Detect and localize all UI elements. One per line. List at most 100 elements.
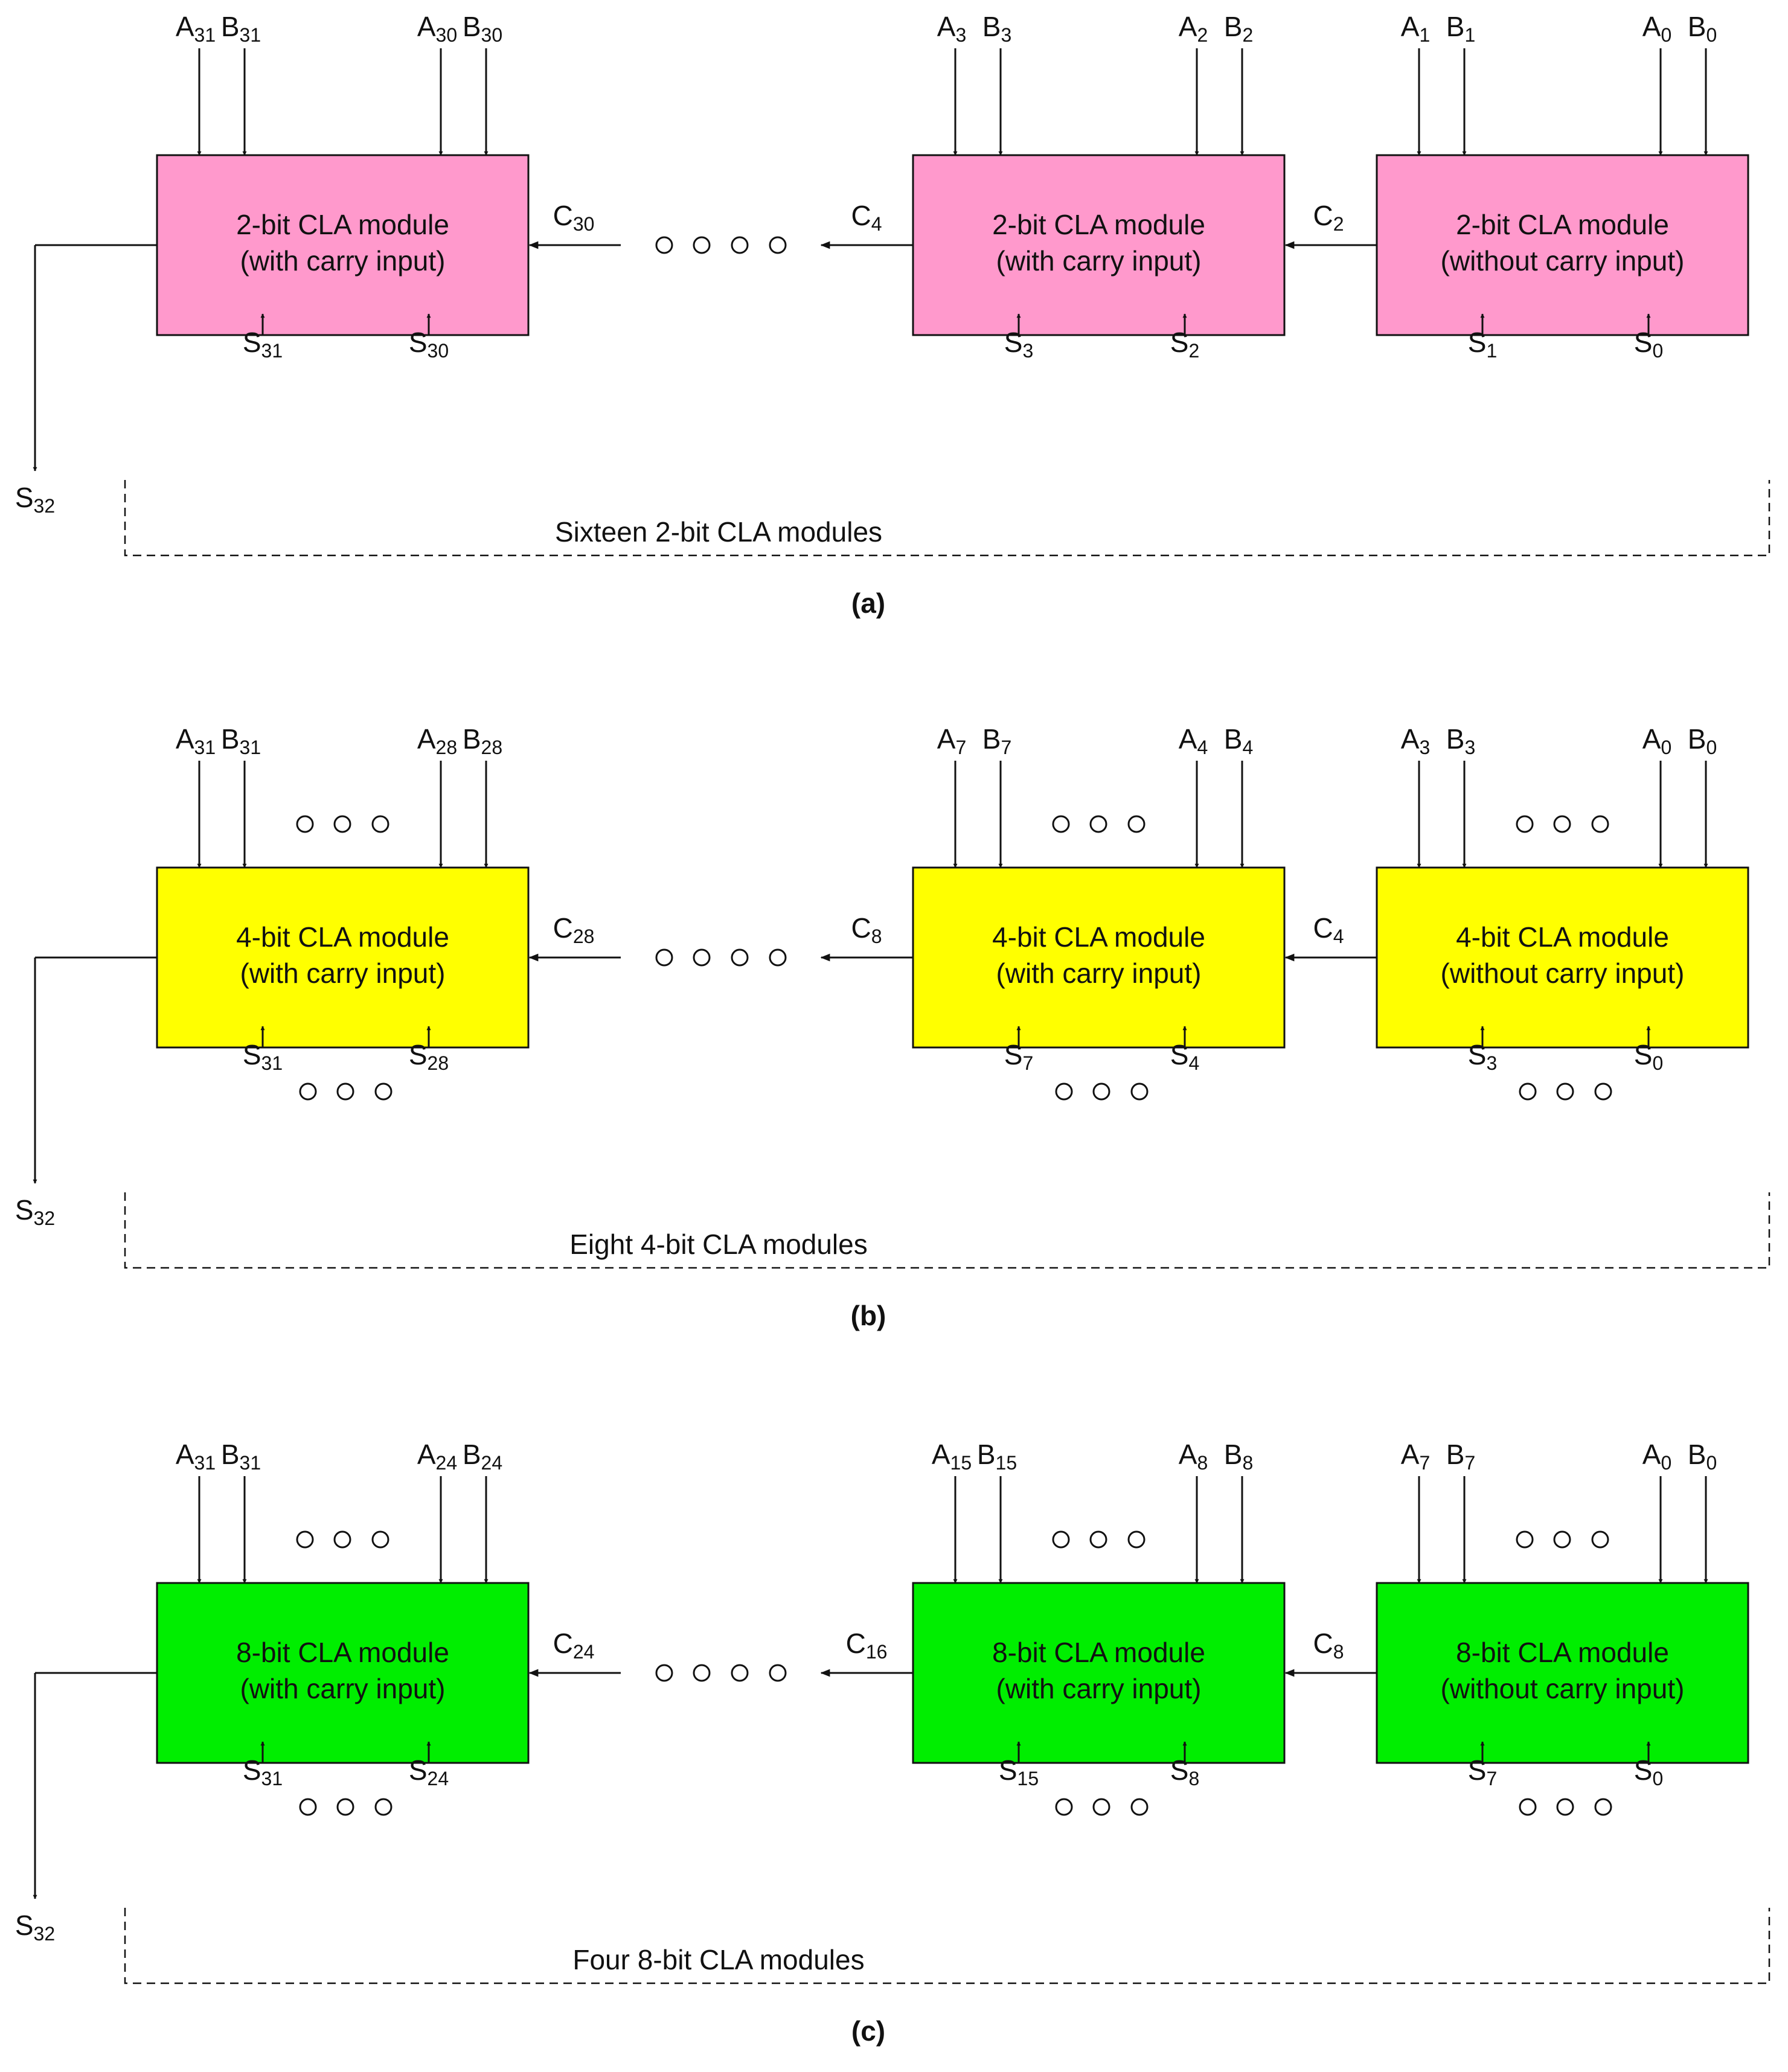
ellipsis-dot xyxy=(731,1664,749,1682)
carry-out-label: C16 xyxy=(846,1628,888,1663)
ellipsis-dot xyxy=(655,236,673,254)
carry-in-label: C30 xyxy=(553,200,595,235)
module-subtitle: (without carry input) xyxy=(1441,958,1685,989)
ellipsis-dot xyxy=(1519,1082,1537,1101)
pin-subscript: 28 xyxy=(573,926,595,947)
pin-letter: A xyxy=(1642,1439,1661,1470)
pin-subscript: 0 xyxy=(1652,1052,1663,1074)
pin-letter: A xyxy=(417,723,436,755)
pin-subscript: 24 xyxy=(573,1641,595,1663)
input-pin-label: A15 xyxy=(932,1439,972,1474)
pin-subscript: 2 xyxy=(1188,340,1199,362)
pin-letter: S xyxy=(999,1754,1017,1786)
panel-caption: (c) xyxy=(851,2015,885,2047)
ellipsis-dot xyxy=(1553,1530,1571,1549)
module-subtitle: (with carry input) xyxy=(240,958,446,989)
ellipsis-dot xyxy=(655,948,673,967)
module-title: 4-bit CLA module xyxy=(1456,921,1669,953)
input-pin-label: B0 xyxy=(1688,723,1717,758)
input-pin-label: A8 xyxy=(1179,1439,1208,1474)
pin-subscript: 8 xyxy=(1197,1452,1208,1474)
input-pin-label: A28 xyxy=(417,723,457,758)
ellipsis-dot xyxy=(1516,1530,1534,1549)
input-pin-label: A2 xyxy=(1179,11,1208,46)
output-pin-label: S24 xyxy=(409,1754,449,1789)
pin-letter: A xyxy=(1401,1439,1420,1470)
final-sum-label: S32 xyxy=(15,1910,55,1945)
ellipsis-dot xyxy=(769,1664,787,1682)
input-ellipsis xyxy=(1052,815,1146,833)
pin-letter: B xyxy=(982,723,1001,755)
pin-subscript: 31 xyxy=(240,737,261,758)
pin-letter: B xyxy=(463,11,481,42)
module-box xyxy=(912,866,1286,1049)
pin-letter: A xyxy=(176,1439,194,1470)
pin-letter: C xyxy=(1313,912,1333,944)
input-pin-label: B0 xyxy=(1688,11,1717,46)
pin-letter: A xyxy=(937,723,956,755)
output-ellipsis xyxy=(1519,1798,1612,1816)
pin-subscript: 3 xyxy=(1001,24,1011,46)
pin-subscript: 8 xyxy=(871,926,882,947)
output-ellipsis xyxy=(1055,1082,1149,1101)
panel-b: 4-bit CLA module (with carry input) A 31 B 31… xyxy=(15,723,1770,1331)
pin-letter: S xyxy=(1634,327,1653,358)
input-pin-label: B0 xyxy=(1688,1439,1717,1474)
ellipsis-dot xyxy=(336,1798,354,1816)
panel-caption: (a) xyxy=(851,587,885,619)
ellipsis-dot xyxy=(769,236,787,254)
pin-subscript: 31 xyxy=(261,1052,283,1074)
pin-subscript: 4 xyxy=(871,213,882,235)
pin-subscript: 31 xyxy=(194,24,216,46)
carry-in-label: C2 xyxy=(1313,200,1344,235)
pin-subscript: 4 xyxy=(1242,737,1253,758)
input-pin-label: A31 xyxy=(176,1439,216,1474)
pin-subscript: 28 xyxy=(436,737,458,758)
module-title: 4-bit CLA module xyxy=(236,921,449,953)
input-pin-label: A3 xyxy=(937,11,966,46)
output-pin-label: S0 xyxy=(1634,1039,1663,1074)
module-box xyxy=(156,1582,530,1764)
pin-letter: B xyxy=(1688,723,1706,755)
pin-letter: S xyxy=(243,1039,261,1070)
pin-letter: S xyxy=(1170,1039,1189,1070)
carry-out-label: C8 xyxy=(851,912,882,947)
pin-subscript: 30 xyxy=(573,213,595,235)
ellipsis-dot xyxy=(1130,1798,1149,1816)
input-pin-label: A1 xyxy=(1401,11,1430,46)
pin-subscript: 3 xyxy=(955,24,966,46)
output-pin-label: S15 xyxy=(999,1754,1039,1789)
ellipsis-dot xyxy=(1519,1798,1537,1816)
pin-subscript: 31 xyxy=(261,1768,283,1789)
ellipsis-dot xyxy=(1092,1082,1110,1101)
input-pin-label: B15 xyxy=(977,1439,1017,1474)
output-pin-label: S31 xyxy=(243,1039,283,1074)
module-box xyxy=(1376,866,1749,1049)
pin-subscript: 28 xyxy=(428,1052,449,1074)
pin-subscript: 0 xyxy=(1706,737,1717,758)
input-pin-label: A30 xyxy=(417,11,457,46)
module-title: 2-bit CLA module xyxy=(236,209,449,240)
pin-letter: A xyxy=(1179,723,1197,755)
ellipsis-dot xyxy=(1556,1798,1574,1816)
pin-letter: B xyxy=(1688,1439,1706,1470)
pin-subscript: 30 xyxy=(436,24,458,46)
pin-subscript: 8 xyxy=(1242,1452,1253,1474)
pin-letter: B xyxy=(1224,1439,1243,1470)
carry-chain-ellipsis xyxy=(655,1664,787,1682)
pin-subscript: 28 xyxy=(481,737,503,758)
module-box xyxy=(912,154,1286,336)
pin-subscript: 7 xyxy=(1001,737,1011,758)
pin-subscript: 30 xyxy=(481,24,503,46)
pin-letter: S xyxy=(15,482,34,513)
pin-letter: B xyxy=(1688,11,1706,42)
pin-subscript: 7 xyxy=(1022,1052,1033,1074)
module-box xyxy=(156,154,530,336)
output-pin-label: S3 xyxy=(1004,327,1033,362)
pin-letter: B xyxy=(1446,723,1465,755)
pin-letter: S xyxy=(15,1194,34,1226)
pin-subscript: 15 xyxy=(996,1452,1017,1474)
